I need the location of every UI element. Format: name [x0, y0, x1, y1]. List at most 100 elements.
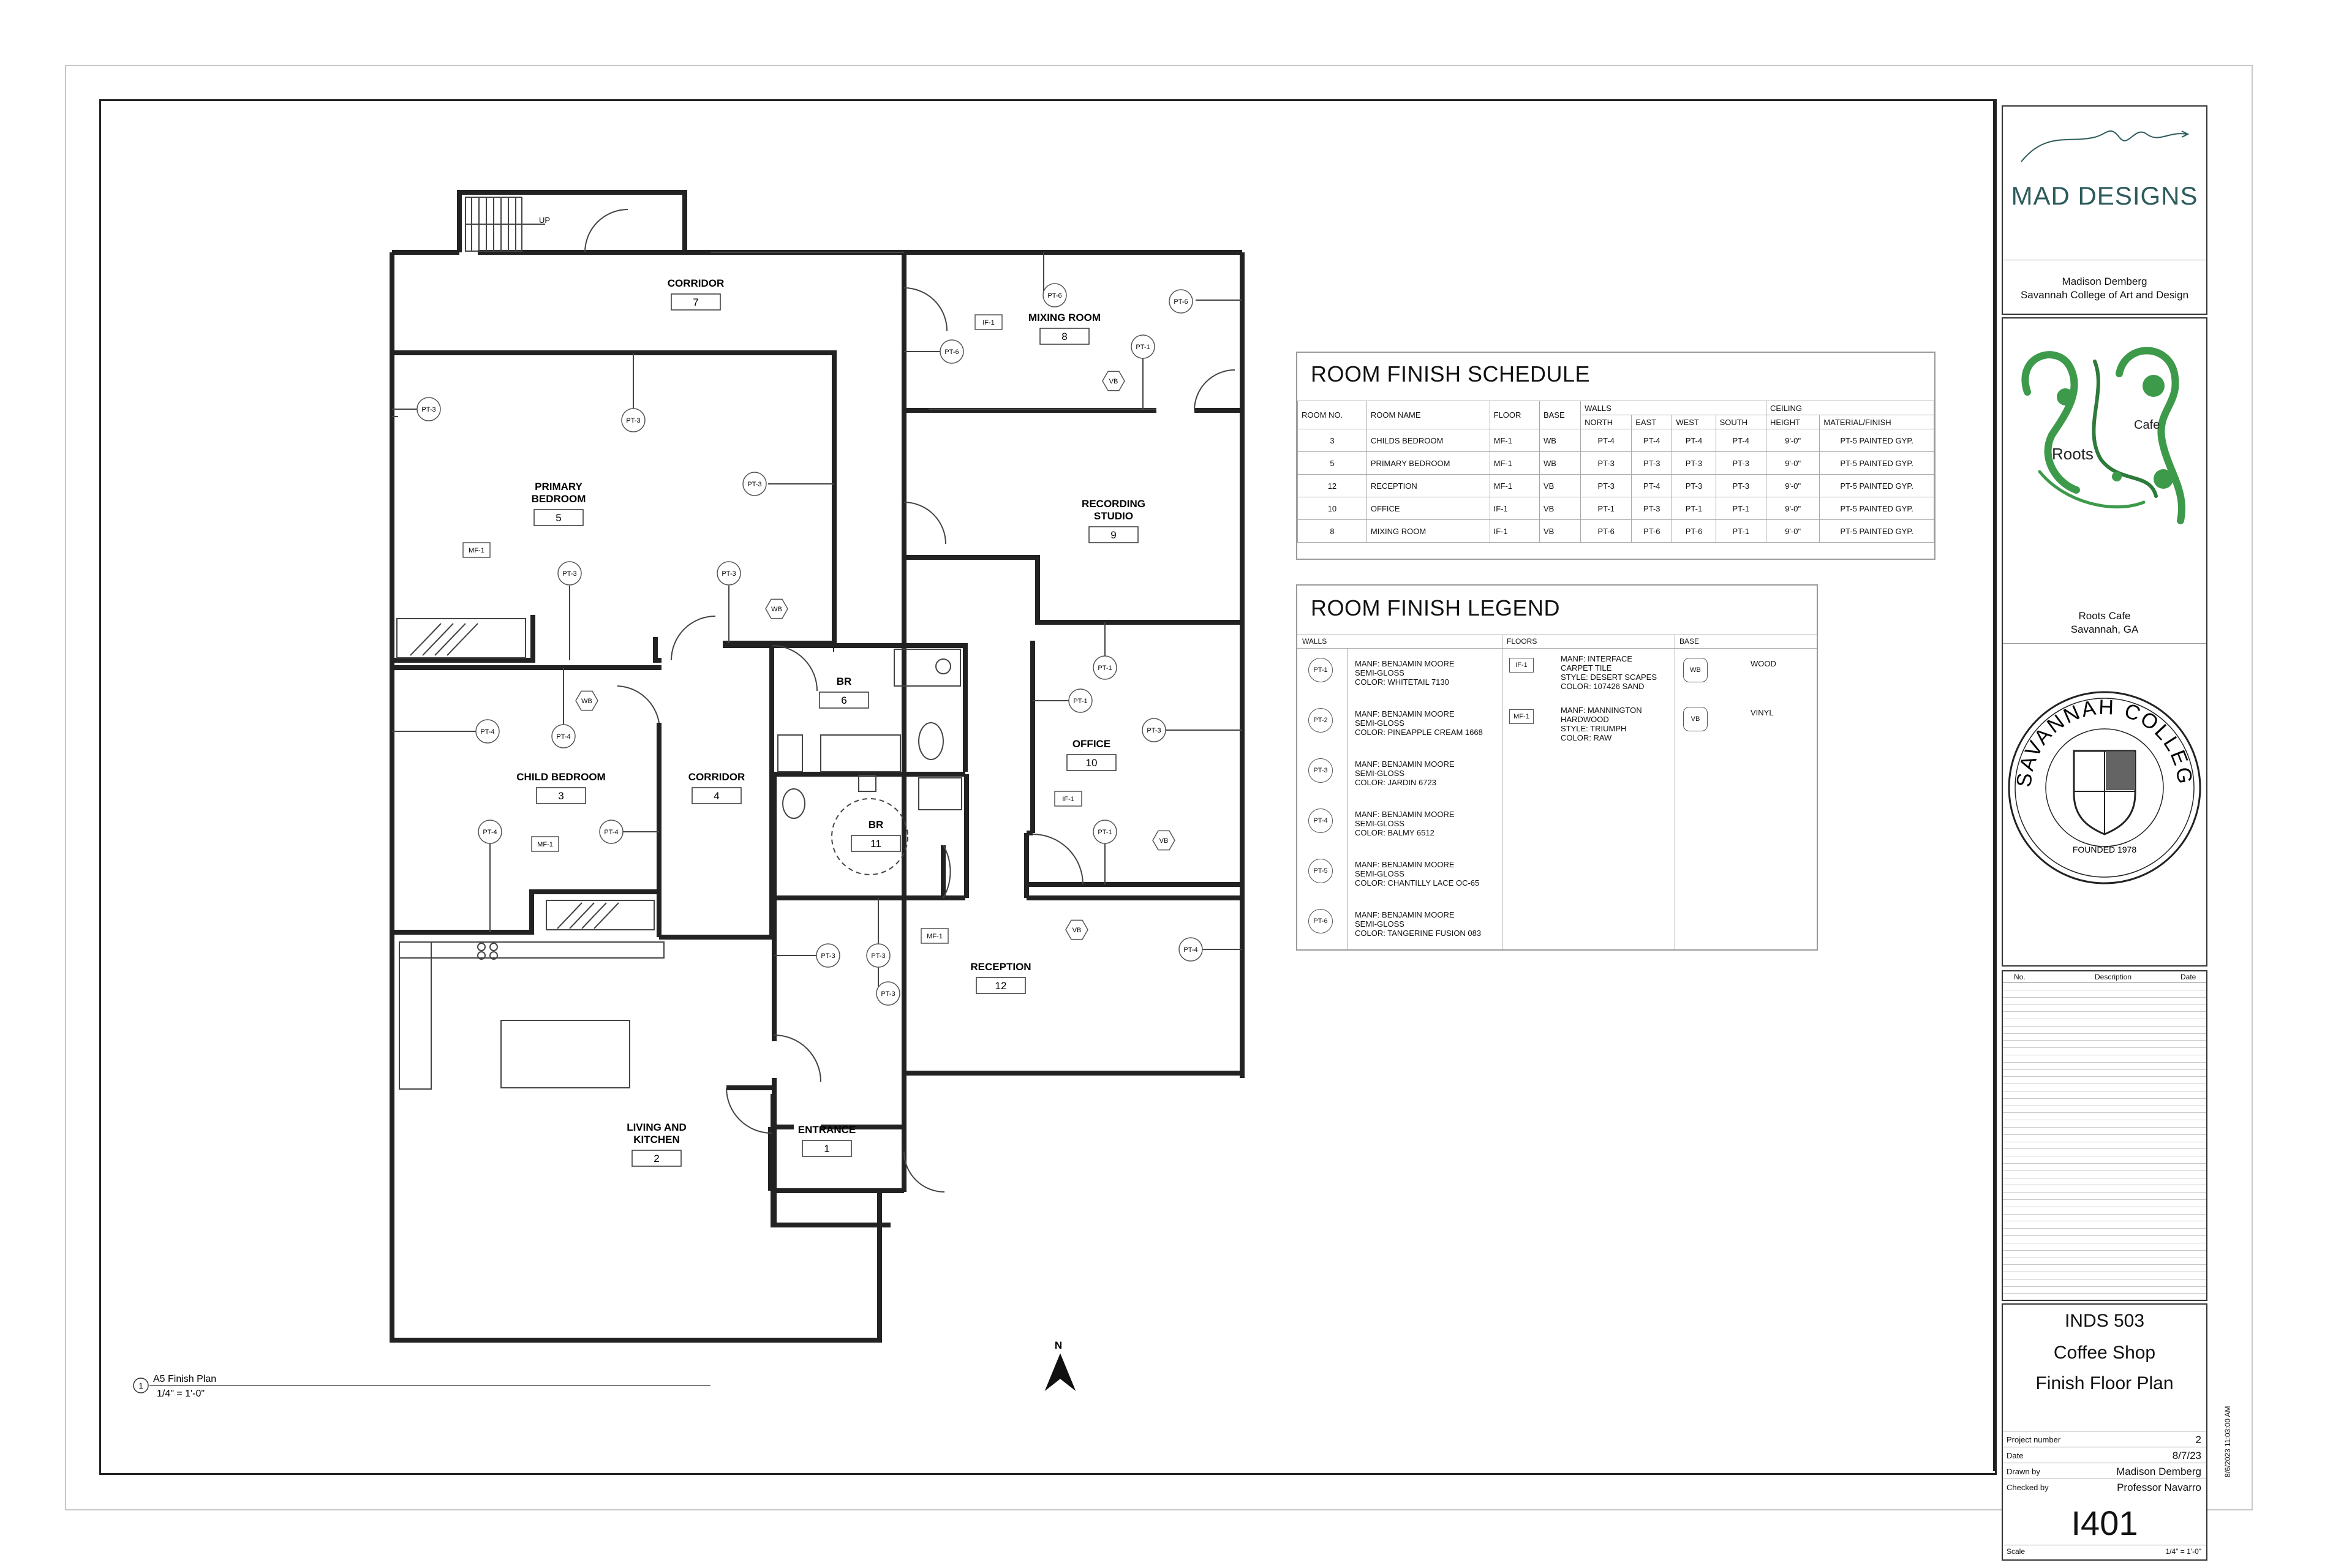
school-seal: SAVANNAH COLLEGE OF ART AND DESIGN FOUND…	[2003, 647, 2201, 884]
finish-tag-label: PT-3	[562, 570, 576, 578]
room-name-label: LIVING AND	[627, 1121, 687, 1133]
schedule-cell-material: PT-5 PAINTED GYP.	[1819, 519, 1934, 543]
schedule-cell-south: PT-3	[1715, 451, 1766, 475]
finish-tag-marker	[1169, 289, 1193, 314]
title-field-value: 2	[2195, 1434, 2201, 1446]
room-name-label: RECEPTION	[970, 961, 1031, 973]
finish-tag-marker	[765, 598, 788, 619]
legend-tag: PT-4	[1308, 809, 1333, 833]
firm-panel: MAD DESIGNS Madison Demberg Savannah Col…	[2002, 105, 2207, 315]
schedule-cell-base: VB	[1539, 474, 1581, 497]
schedule-subheader-north: NORTH	[1580, 415, 1632, 429]
finish-tag-label: PT-3	[871, 952, 885, 960]
finish-tag-label: VB	[1109, 378, 1118, 385]
finish-tag-marker	[557, 561, 582, 586]
finish-tag-marker	[1065, 919, 1088, 940]
finish-tag-marker	[1093, 655, 1117, 680]
room-number-box	[671, 293, 721, 311]
room-number: 5	[556, 512, 561, 524]
legend-tag: WB	[1683, 658, 1708, 682]
finish-tag-label: PT-4	[483, 829, 497, 836]
finish-tag-label: IF-1	[982, 319, 995, 326]
plan-wall	[941, 774, 969, 898]
revision-header-no: No.	[2014, 973, 2026, 981]
client-logo-word-cafe: Cafe	[2134, 418, 2160, 432]
schedule-cell-name: CHILDS BEDROOM	[1366, 429, 1490, 452]
room-number-box	[1039, 328, 1090, 345]
drawing-area	[99, 99, 1997, 1475]
plan-wall	[392, 615, 662, 663]
finish-tag-label: PT-4	[604, 829, 618, 836]
finish-tag-label: IF-1	[1062, 796, 1074, 803]
schedule-cell-north: PT-3	[1580, 451, 1632, 475]
title-block: MAD DESIGNS Madison Demberg Savannah Col…	[1993, 99, 2250, 1561]
schedule-cell-south: PT-4	[1715, 429, 1766, 452]
finish-tag-label: PT-3	[821, 952, 835, 960]
client-logo-word-roots: Roots	[2052, 445, 2094, 463]
room-name-label: STUDIO	[1094, 510, 1133, 522]
finish-tag-label: PT-4	[556, 733, 570, 741]
title-field-value: Professor Navarro	[2117, 1482, 2201, 1493]
schedule-cell-height: 9'-0"	[1765, 451, 1820, 475]
schedule-header-room-no: ROOM NO.	[1297, 401, 1367, 429]
designer-name: Madison Demberg	[2062, 276, 2147, 287]
finish-tag-marker	[717, 561, 741, 586]
room-number-box	[976, 977, 1026, 994]
schedule-cell-base: VB	[1539, 497, 1581, 520]
room-number-box	[851, 835, 901, 852]
schedule-cell-no: 5	[1297, 451, 1367, 475]
room-number-box	[819, 692, 869, 709]
schedule-cell-floor: MF-1	[1489, 474, 1540, 497]
finish-tag-label: PT-6	[1174, 298, 1188, 306]
finish-tag-label: MF-1	[469, 547, 484, 554]
schedule-cell-west: PT-6	[1672, 519, 1716, 543]
legend-tag: PT-1	[1308, 658, 1333, 682]
schedule-cell-north: PT-4	[1580, 429, 1632, 452]
finish-tag-marker	[1102, 371, 1125, 391]
schedule-subheader-south: SOUTH	[1715, 415, 1766, 429]
stair-label: UP	[539, 216, 550, 225]
schedule-cell-material: PT-5 PAINTED GYP.	[1819, 429, 1934, 452]
room-number: 10	[1086, 757, 1098, 769]
room-number: 4	[714, 790, 719, 802]
title-field-label: Project number	[2007, 1435, 2061, 1444]
schedule-cell-east: PT-6	[1631, 519, 1673, 543]
room-number: 11	[870, 838, 881, 850]
room-number: 6	[841, 695, 846, 706]
schedule-subheader-material: MATERIAL/FINISH	[1819, 415, 1934, 429]
finish-tag-label: VB	[1072, 927, 1082, 934]
room-name-label: BR	[869, 819, 884, 831]
finish-tag-marker	[575, 690, 598, 711]
schedule-cell-east: PT-3	[1631, 451, 1673, 475]
finish-tag-marker	[417, 397, 441, 421]
legend-tag: PT-3	[1308, 758, 1333, 783]
schedule-header-floor: FLOOR	[1489, 401, 1540, 429]
room-name-label: BEDROOM	[532, 493, 586, 505]
finish-tag-marker	[531, 836, 559, 852]
legend-description: VINYL	[1751, 708, 1774, 717]
finish-tag-label: PT-3	[1147, 727, 1161, 734]
finish-tag-label: PT-3	[747, 481, 761, 488]
schedule-cell-base: WB	[1539, 429, 1581, 452]
room-number: 1	[824, 1143, 829, 1155]
firm-logo: MAD DESIGNS	[2011, 130, 2198, 210]
room-number: 12	[995, 980, 1007, 992]
client-panel: Roots Cafe Roots Cafe Savannah, GA SAVAN…	[2002, 317, 2207, 967]
finish-tag-marker	[621, 408, 646, 432]
schedule-header-walls: WALLS	[1580, 401, 1766, 415]
scale-label: Scale	[2007, 1547, 2026, 1556]
schedule-cell-south: PT-1	[1715, 497, 1766, 520]
schedule-cell-east: PT-3	[1631, 497, 1673, 520]
finish-tag-marker	[1042, 283, 1067, 307]
room-finish-legend: ROOM FINISH LEGEND WALLS FLOORS BASE PT-…	[1296, 584, 1818, 951]
schedule-subheader-east: EAST	[1631, 415, 1673, 429]
legend-description: MANF: BENJAMIN MOORE SEMI-GLOSS COLOR: B…	[1355, 810, 1455, 837]
schedule-cell-floor: IF-1	[1489, 519, 1540, 543]
finish-tag-label: PT-3	[421, 406, 435, 413]
legend-header-walls: WALLS	[1302, 637, 1327, 646]
schedule-cell-no: 3	[1297, 429, 1367, 452]
finish-tag-marker	[876, 981, 900, 1006]
plan-wall	[902, 429, 1242, 625]
